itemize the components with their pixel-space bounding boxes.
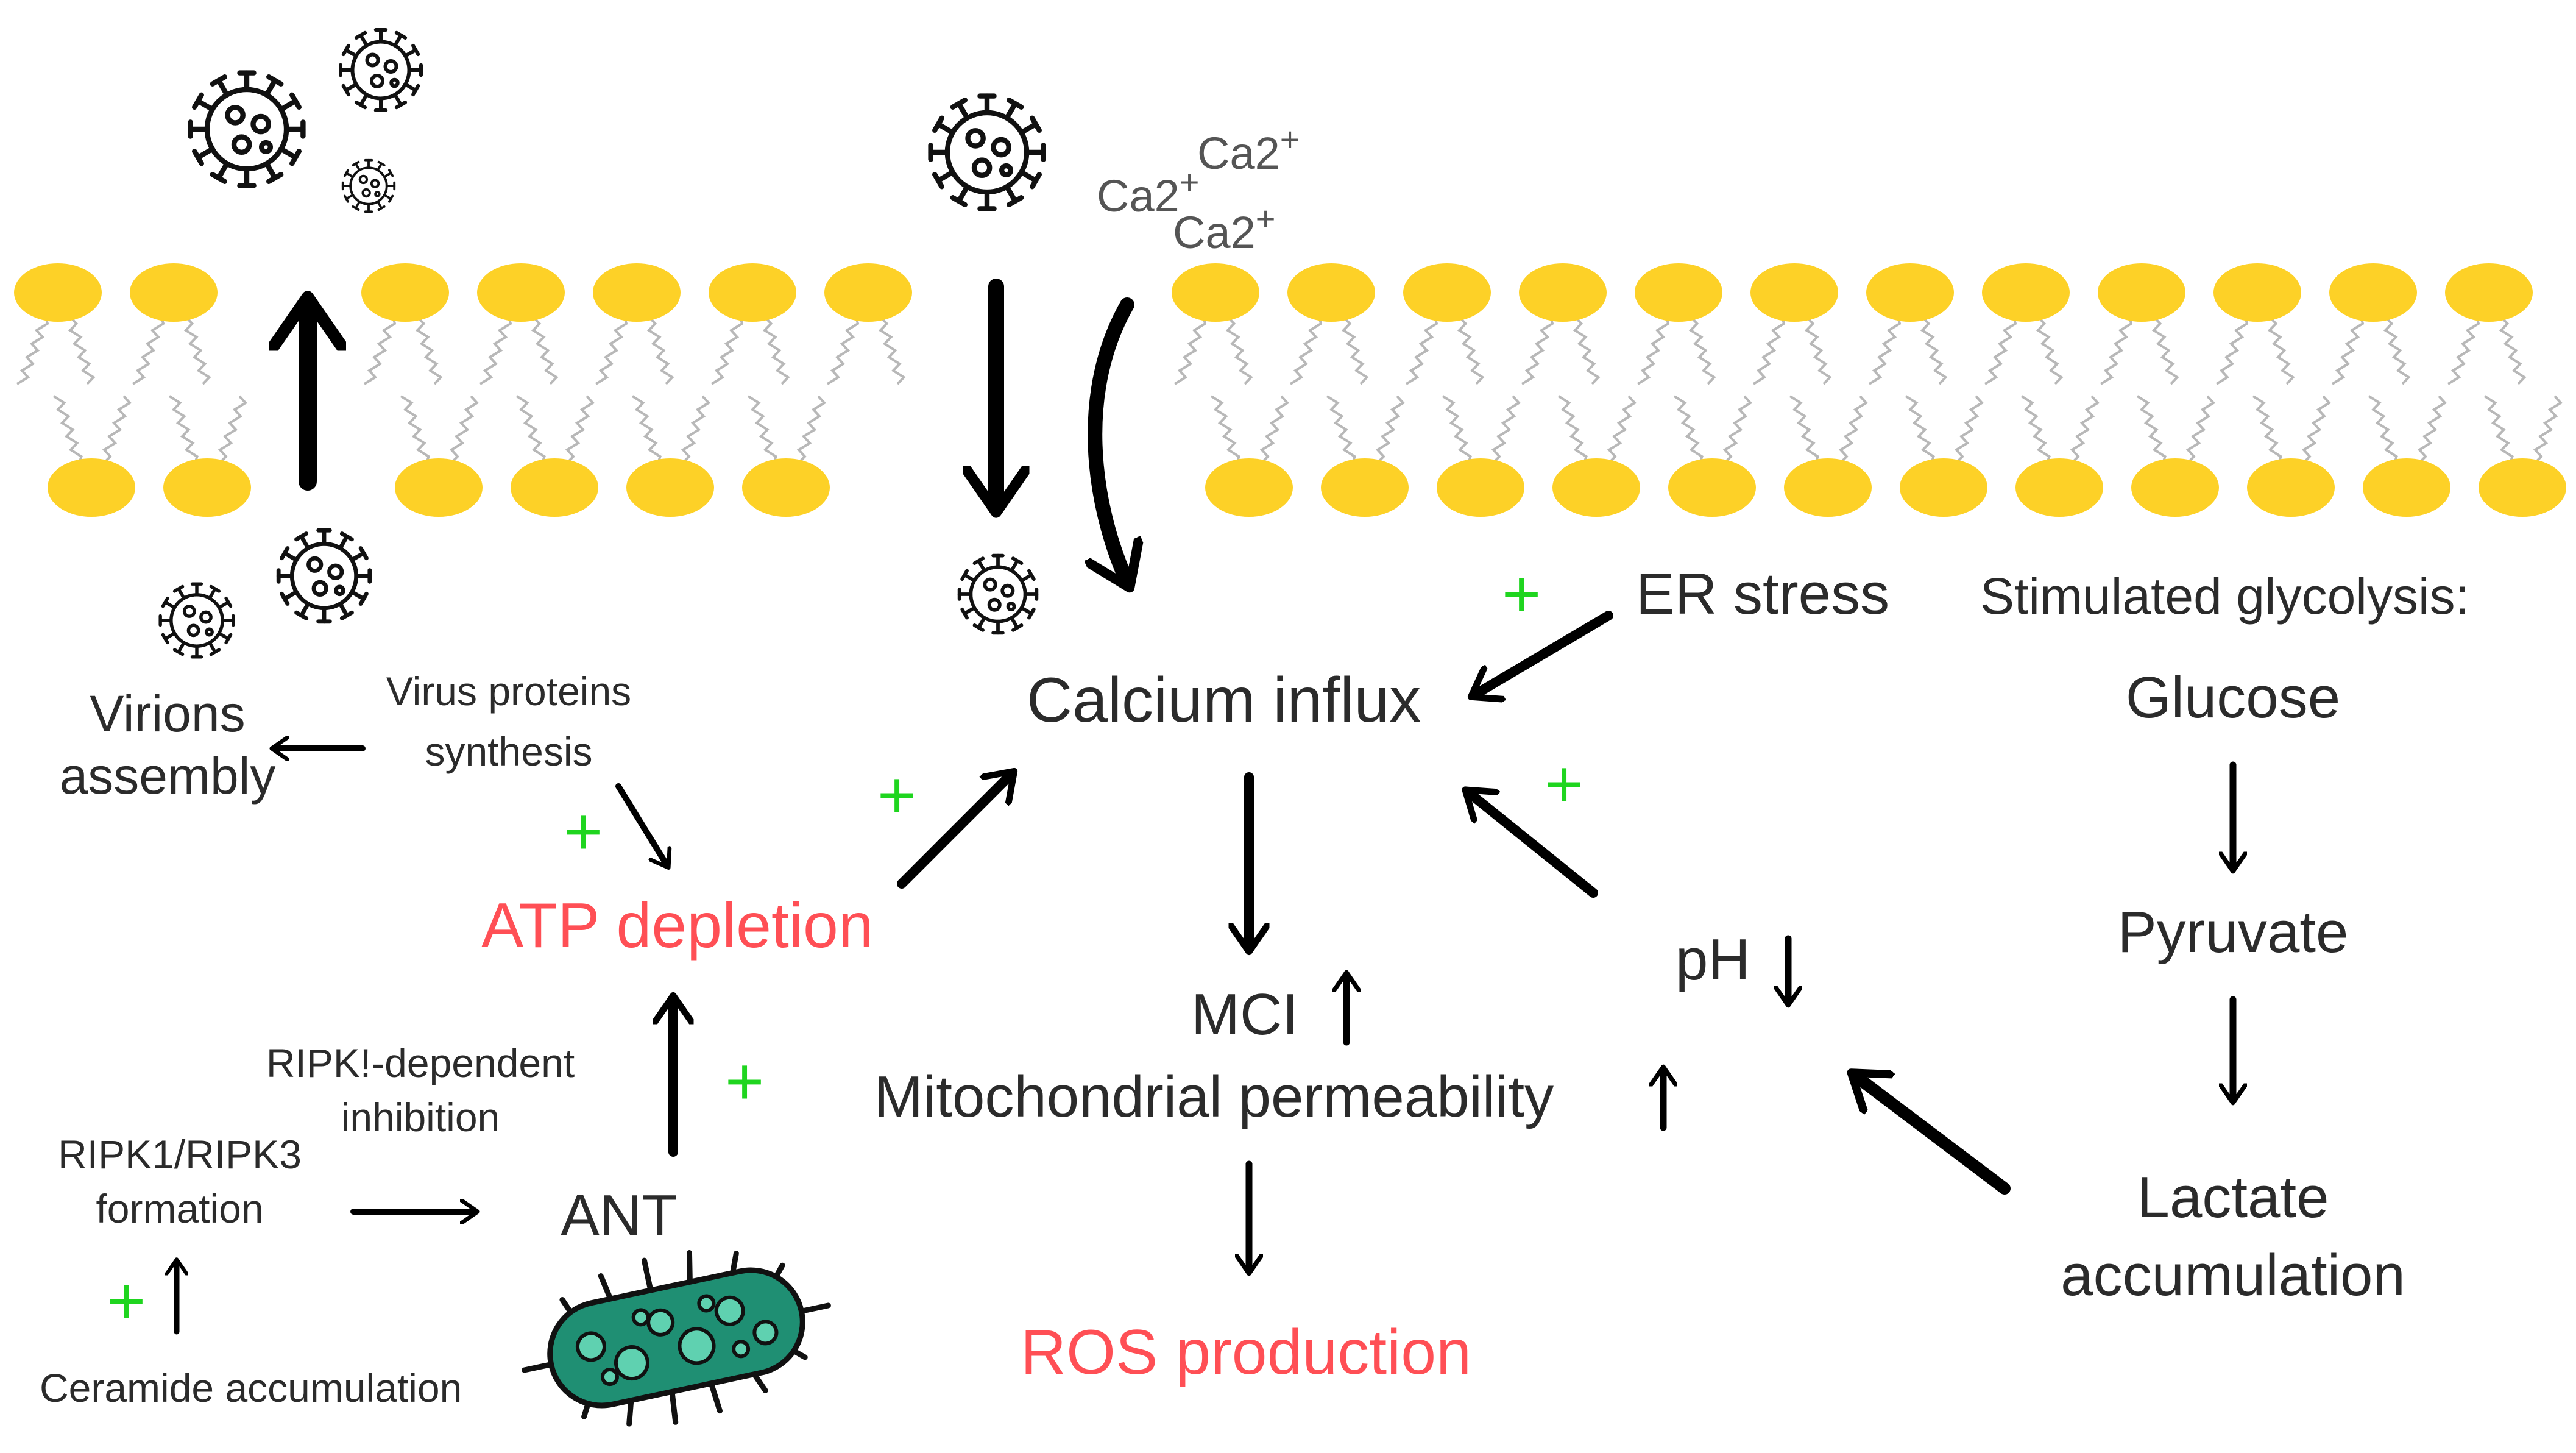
- lipid-head: [1784, 458, 1872, 517]
- arrow-lactate-to-ph: [1855, 1076, 2011, 1195]
- lipid-head: [1668, 458, 1756, 517]
- calcium-ion-label: Ca2+: [1173, 199, 1276, 258]
- plus-sign-ph: +: [1545, 747, 1584, 822]
- mitochondrial-permeability-label: Mitochondrial permeability: [874, 1064, 1554, 1129]
- lipid-head: [2329, 263, 2417, 322]
- ceramide-label: Ceramide accumulation: [40, 1365, 462, 1410]
- plus-sign-ceramide: +: [107, 1263, 146, 1338]
- lipid-head: [1519, 263, 1607, 322]
- lipid-heads-outer: [14, 263, 2533, 322]
- ant-label: ANT: [561, 1183, 678, 1248]
- lipid-head: [1437, 458, 1524, 517]
- arrow-ph-to-calcium: [1468, 792, 1598, 898]
- lipid-head: [395, 458, 483, 517]
- ripk-inhibition-label: RIPK!-dependent inhibition: [256, 1036, 585, 1145]
- virions-line: assembly: [59, 747, 276, 805]
- ripk-inhibition-line: RIPK!-dependent: [266, 1040, 575, 1085]
- ph-label: pH: [1675, 927, 1750, 992]
- lipid-head: [361, 263, 449, 322]
- virus-icon: [191, 73, 303, 186]
- ripk-formation-line: RIPK1/RIPK3: [58, 1132, 302, 1177]
- calcium-ion-label: Ca2+: [1097, 163, 1200, 221]
- lipid-head: [2131, 458, 2219, 517]
- ripk-inhibition-line: inhibition: [341, 1095, 500, 1140]
- lipid-head: [1635, 263, 1722, 322]
- lipid-heads-inner: [48, 458, 2566, 517]
- lactate-label: Lactate accumulation: [2017, 1164, 2449, 1310]
- lipid-head: [2247, 458, 2335, 517]
- bacterium-icon: [522, 1249, 831, 1427]
- lipid-head: [2479, 458, 2566, 517]
- lactate-line: Lactate: [2137, 1165, 2329, 1230]
- atp-depletion-label: ATP depletion: [481, 890, 874, 961]
- ripk-formation-line: formation: [96, 1186, 264, 1232]
- lipid-head: [1205, 458, 1293, 517]
- arrow-virus-proteins: [615, 783, 667, 865]
- arrow-atp-to-calcium: [897, 774, 1011, 889]
- virus-icon: [960, 556, 1037, 633]
- virus-icon: [931, 96, 1044, 209]
- lipid-head: [130, 263, 218, 322]
- lipid-head: [48, 458, 135, 517]
- arrow-calcium-entry: [1095, 297, 1127, 582]
- lipid-head: [2363, 458, 2450, 517]
- arrow-er-stress: [1474, 611, 1613, 695]
- virus-proteins-line: synthesis: [425, 729, 593, 774]
- lipid-head: [1172, 263, 1259, 322]
- lipid-head: [511, 458, 598, 517]
- lipid-head: [1321, 458, 1409, 517]
- lipid-head: [1403, 263, 1491, 322]
- plus-sign-er-stress: +: [1502, 556, 1541, 631]
- plus-sign-ant: +: [725, 1044, 765, 1119]
- calcium-influx-label: Calcium influx: [1027, 665, 1421, 736]
- ripk-formation-label: RIPK1/RIPK3 formation: [34, 1128, 326, 1236]
- ros-production-label: ROS production: [1021, 1317, 1471, 1388]
- lipid-head: [477, 263, 565, 322]
- lactate-line: accumulation: [2061, 1243, 2405, 1309]
- virions-line: Virions: [90, 685, 246, 742]
- virus-icon: [341, 158, 396, 213]
- lipid-head: [2213, 263, 2301, 322]
- lipid-tails: [16, 316, 2563, 464]
- lipid-head: [1750, 263, 1838, 322]
- lipid-head: [1866, 263, 1954, 322]
- virus-icon: [278, 530, 370, 622]
- plus-sign-atp: +: [877, 758, 917, 833]
- glycolysis-heading: Stimulated glycolysis:: [1980, 567, 2469, 625]
- lipid-head: [2445, 263, 2533, 322]
- lipid-head: [2015, 458, 2103, 517]
- virus-proteins-line: Virus proteins: [386, 669, 632, 714]
- lipid-head: [1900, 458, 1987, 517]
- virus-icon: [341, 30, 421, 110]
- virus-proteins-label: Virus proteins synthesis: [366, 661, 652, 782]
- lipid-head: [709, 263, 796, 322]
- glucose-label: Glucose: [2125, 665, 2341, 730]
- lipid-head: [14, 263, 102, 322]
- plus-sign-virus-proteins: +: [564, 794, 603, 869]
- lipid-head: [742, 458, 830, 517]
- pyruvate-label: Pyruvate: [2117, 900, 2349, 965]
- lipid-head: [1552, 458, 1640, 517]
- virus-icon: [160, 584, 233, 657]
- mci-label: MCI: [1191, 982, 1298, 1047]
- lipid-head: [593, 263, 681, 322]
- virions-assembly-label: Virions assembly: [58, 683, 277, 808]
- lipid-head: [1982, 263, 2070, 322]
- lipid-head: [626, 458, 714, 517]
- lipid-head: [824, 263, 912, 322]
- er-stress-label: ER stress: [1636, 561, 1890, 627]
- lipid-head: [163, 458, 251, 517]
- lipid-head: [2098, 263, 2185, 322]
- calcium-ion-label: Ca2+: [1197, 120, 1300, 179]
- lipid-head: [1287, 263, 1375, 322]
